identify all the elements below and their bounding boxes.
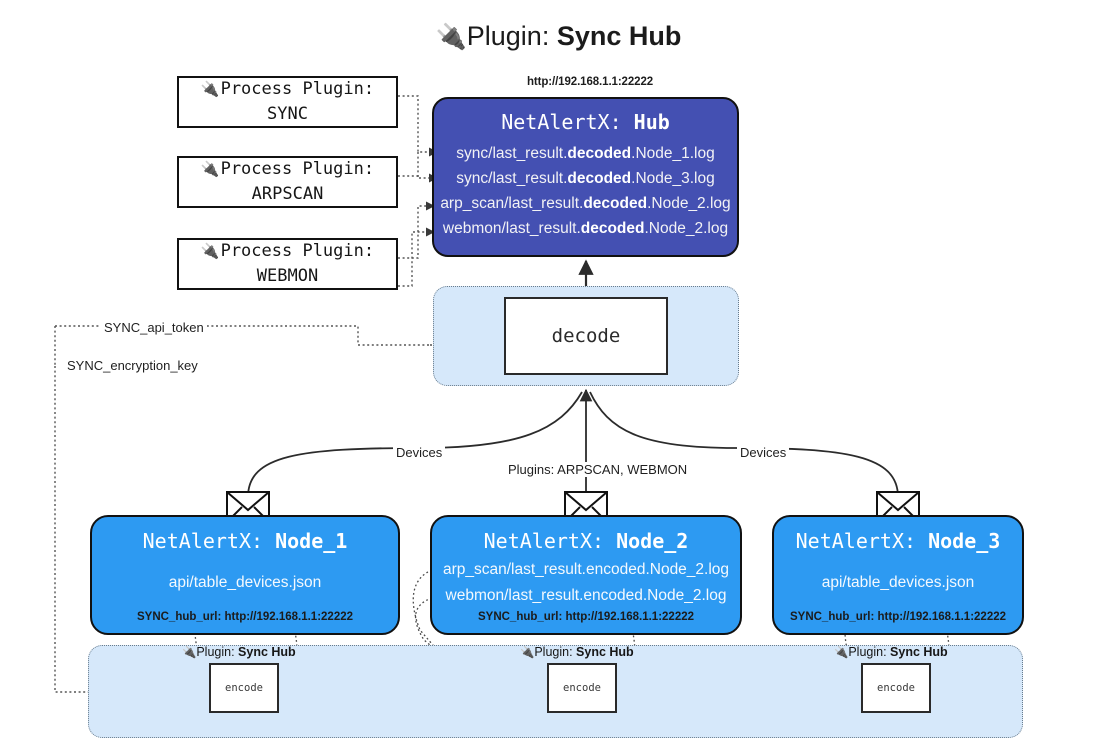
process-plugin-box-webmon[interactable]: 🔌Process Plugin: WEBMON <box>177 238 398 290</box>
process-plugin-line2: WEBMON <box>256 266 319 286</box>
plug-icon: 🔌 <box>200 160 220 178</box>
decode-box[interactable]: decode <box>504 297 668 375</box>
process-plugin-line1: 🔌Process Plugin: <box>200 241 375 261</box>
node-line: arp_scan/last_result.encoded.Node_2.log <box>442 560 730 578</box>
edge-label-devices-right: Devices <box>737 445 790 460</box>
hub-box[interactable]: NetAlertX: Hub sync/last_result.decoded.… <box>432 97 739 257</box>
sync-hub-tag-node-3: 🔌Plugin: Sync Hub <box>834 645 948 659</box>
sync-hub-tag-node-2: 🔌Plugin: Sync Hub <box>520 645 634 659</box>
plug-icon: 🔌 <box>182 647 197 659</box>
process-plugin-box-arpscan[interactable]: 🔌Process Plugin: ARPSCAN <box>177 156 398 208</box>
process-plugin-line2: ARPSCAN <box>251 184 324 204</box>
node-title: NetAlertX: Node_2 <box>483 529 689 553</box>
edge-label-encryption-key: SYNC_encryption_key <box>64 358 201 373</box>
edge-label-devices-left: Devices <box>393 445 446 460</box>
sync-hub-tag-node-1: 🔌Plugin: Sync Hub <box>182 645 296 659</box>
plug-icon: 🔌 <box>200 242 220 260</box>
node-footer: SYNC_hub_url: http://192.168.1.1:22222 <box>789 611 1007 623</box>
node-line: api/table_devices.json <box>821 573 975 591</box>
node-lines: api/table_devices.json <box>92 555 398 610</box>
node-footer: SYNC_hub_url: http://192.168.1.1:22222 <box>477 611 695 623</box>
encode-box-node-2[interactable]: encode <box>547 663 617 713</box>
node-box-node-2[interactable]: NetAlertX: Node_2 arp_scan/last_result.e… <box>430 515 742 635</box>
page-title-prefix: Plugin: <box>466 21 557 51</box>
page-title-name: Sync Hub <box>556 21 682 51</box>
plug-icon: 🔌 <box>520 647 535 659</box>
plug-icon: 🔌 <box>435 23 467 51</box>
edge-label-api-token: SYNC_api_token <box>101 320 207 335</box>
plug-icon: 🔌 <box>834 647 849 659</box>
process-plugin-line1: 🔌Process Plugin: <box>200 79 375 99</box>
process-plugin-line2: SYNC <box>267 104 308 124</box>
plug-icon: 🔌 <box>200 80 220 98</box>
hub-log-line: arp_scan/last_result.decoded.Node_2.log <box>440 195 731 212</box>
node-line: webmon/last_result.encoded.Node_2.log <box>445 586 727 604</box>
node-footer: SYNC_hub_url: http://192.168.1.1:22222 <box>136 611 354 623</box>
node-title: NetAlertX: Node_3 <box>795 529 1001 553</box>
process-plugin-line1: 🔌Process Plugin: <box>200 159 375 179</box>
page-title: 🔌Plugin: Sync Hub <box>0 16 1117 57</box>
node-lines: api/table_devices.json <box>774 555 1022 610</box>
encode-box-node-1[interactable]: encode <box>209 663 279 713</box>
hub-url-label: http://192.168.1.1:22222 <box>526 76 654 88</box>
node-box-node-3[interactable]: NetAlertX: Node_3 api/table_devices.json… <box>772 515 1024 635</box>
encode-box-node-3[interactable]: encode <box>861 663 931 713</box>
node-lines: arp_scan/last_result.encoded.Node_2.log … <box>432 555 740 610</box>
hub-log-line: sync/last_result.decoded.Node_3.log <box>456 170 715 187</box>
process-plugin-box-sync[interactable]: 🔌Process Plugin: SYNC <box>177 76 398 128</box>
hub-log-line: webmon/last_result.decoded.Node_2.log <box>442 220 729 237</box>
node-line: api/table_devices.json <box>168 573 322 591</box>
hub-log-line: sync/last_result.decoded.Node_1.log <box>456 145 715 162</box>
node-title: NetAlertX: Node_1 <box>142 529 348 553</box>
node-box-node-1[interactable]: NetAlertX: Node_1 api/table_devices.json… <box>90 515 400 635</box>
hub-title: NetAlertX: Hub <box>501 110 670 134</box>
edge-label-plugins: Plugins: ARPSCAN, WEBMON <box>505 462 691 477</box>
